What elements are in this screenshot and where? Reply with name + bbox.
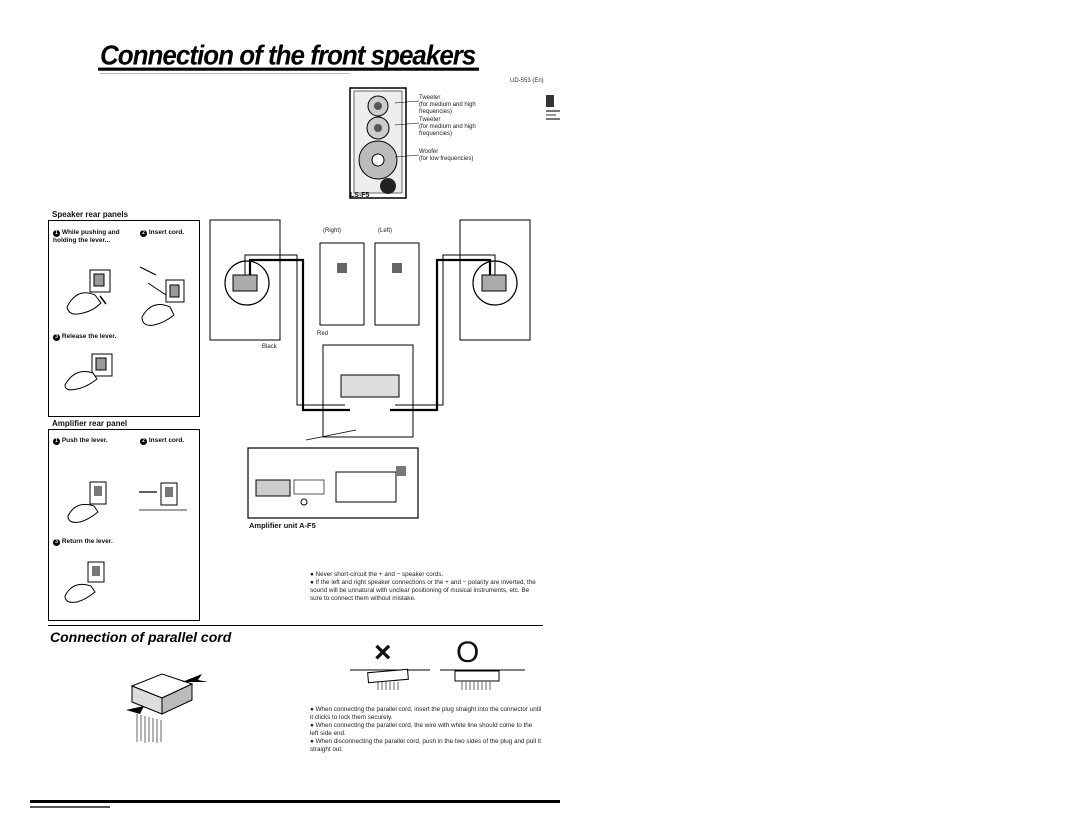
callout-tweeter-2: Tweeter(for medium and high frequencies) (419, 117, 476, 137)
callout-tweeter-1: Tweeter(for medium and high frequencies) (419, 95, 476, 115)
page-title: Connection of the front speakers (97, 39, 480, 71)
amp-step-2-illustration (139, 482, 187, 511)
amp-step-3: 3 Return the lever. (53, 538, 113, 546)
bottom-strip-mark (30, 806, 110, 808)
speaker-step-3-illustration (64, 353, 113, 391)
parallel-cord-heading: Connection of parallel cord (50, 629, 232, 645)
note-item: ● When disconnecting the parallel cord, … (310, 738, 541, 753)
step-number-badge: 3 (53, 539, 60, 546)
step-number-badge: 1 (53, 230, 60, 237)
step-number-badge: 3 (53, 334, 60, 341)
speaker-step-2-illustration (139, 266, 185, 326)
amp-step-2: 2 Insert cord. (140, 437, 184, 445)
speaker-step-2: 2 Insert cord. (140, 229, 200, 237)
speaker-callout-lines (394, 100, 420, 158)
speaker-front-illustration (349, 87, 407, 199)
section-divider (48, 625, 543, 626)
note-item: ● When connecting the parallel cord, the… (310, 722, 533, 737)
parallel-cord-plug-illustration (126, 673, 208, 743)
wrong-mark: × (374, 636, 392, 669)
speaker-step-3: 3 Release the lever. (53, 333, 116, 341)
amp-step-3-illustration (64, 561, 105, 603)
speaker-rear-panels-heading: Speaker rear panels (52, 210, 129, 219)
amplifier-rear-panel-heading: Amplifier rear panel (52, 419, 128, 428)
speaker-rear-panels-box (48, 220, 200, 417)
wiring-diagram (209, 219, 531, 438)
step-number-badge: 2 (140, 438, 147, 445)
amp-step-1-illustration (67, 481, 107, 523)
speaker-step-1-illustration (66, 269, 111, 315)
model-code: UD-553 (En) (510, 78, 544, 84)
amplifier-unit-illustration (247, 429, 419, 519)
speaker-model-label: LS-F5 (350, 192, 370, 199)
amplifier-rear-panel-box (48, 429, 200, 621)
step-number-badge: 1 (53, 438, 60, 445)
amp-step-1: 1 Push the lever. (53, 437, 108, 445)
parallel-notes: ● When connecting the parallel cord, ins… (310, 706, 542, 754)
note-item: ● If the left and right speaker connecti… (310, 579, 536, 602)
step-number-badge: 2 (140, 230, 147, 237)
black-wire-label: Black (262, 344, 277, 350)
left-speaker-label: (Left) (378, 228, 393, 234)
plug-comparison (350, 668, 525, 690)
margin-marks (546, 95, 566, 125)
right-speaker-label: (Right) (323, 228, 342, 234)
red-wire-label: Red (317, 331, 329, 337)
speaker-step-1: 1 While pushing and holding the lever... (53, 229, 120, 244)
note-item: ● Never short-circuit the + and − speake… (310, 571, 444, 578)
title-rule (100, 73, 350, 74)
right-mark: O (456, 636, 480, 669)
bottom-strip (30, 800, 560, 803)
front-notes: ● Never short-circuit the + and − speake… (310, 571, 542, 603)
amplifier-unit-label: Amplifier unit A-F5 (249, 521, 316, 530)
callout-woofer: Woofer(for low frequencies) (419, 149, 474, 162)
note-item: ● When connecting the parallel cord, ins… (310, 706, 542, 721)
